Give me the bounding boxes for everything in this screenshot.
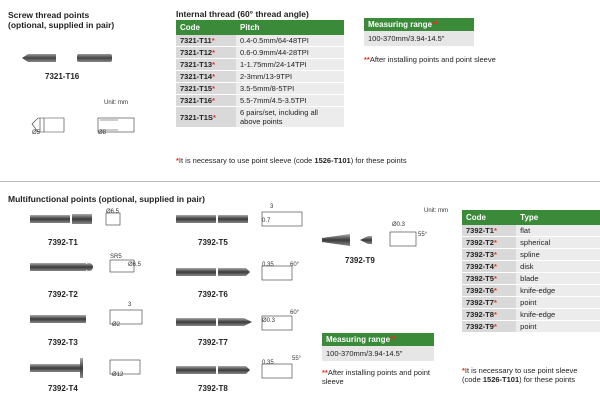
- point-label-t5: 7392-T5: [198, 238, 228, 247]
- dim-t9-diameter: Ø0.3: [392, 222, 406, 228]
- dim-t8-angle: 55°: [292, 356, 302, 362]
- dim-t3-diameter: Ø2: [112, 322, 121, 328]
- col-header-pitch: Pitch: [236, 20, 344, 35]
- point-type-note: *It is necessary to use point sleeve (co…: [462, 366, 578, 384]
- dim-t7-diameter: Ø0.3: [262, 318, 276, 324]
- table-row: 7392-T5*blade: [462, 272, 600, 285]
- dim-t8-width: 0.35: [262, 360, 274, 366]
- dim-t6-width: 0.35: [262, 262, 274, 268]
- table-row: 7392-T2*spherical: [462, 236, 600, 249]
- section-divider: [0, 181, 600, 182]
- dim-t2-diameter: Ø6.5: [128, 262, 142, 268]
- screw-unit-label: Unit: mm: [104, 100, 128, 106]
- dim-t5-length: 3: [270, 204, 274, 210]
- table-row: 7321-T12*0.6-0.9mm/44-28TPI: [176, 46, 344, 59]
- screw-point-illustration: [22, 54, 112, 62]
- table-row: 7321-T16*5.5-7mm/4.5-3.5TPI: [176, 94, 344, 107]
- table-row: 7392-T3*spline: [462, 248, 600, 261]
- table-row: 7392-T1*flat: [462, 225, 600, 237]
- point-label-t6: 7392-T6: [198, 290, 228, 299]
- internal-thread-note: *It is necessary to use point sleeve (co…: [176, 156, 407, 165]
- point-type-table: Code Type 7392-T1*flat 7392-T2*spherical…: [462, 210, 600, 333]
- screw-points-title: Screw thread points (optional, supplied …: [8, 10, 115, 30]
- dim-t5-thickness: 0.7: [262, 218, 271, 224]
- table-row: 7392-T7*point: [462, 296, 600, 309]
- table-row: 7392-T9*point: [462, 320, 600, 333]
- table-row: 7321-T11*0.4-0.5mm/64-48TPI: [176, 35, 344, 47]
- measuring-range-top: Measuring range** 100-370mm/3.94-14.5": [364, 18, 474, 46]
- dim-t3-length: 3: [128, 302, 132, 308]
- table-row: 7321-T1S*6 pairs/set, including all abov…: [176, 106, 344, 128]
- dim-t1: Ø6.5: [106, 209, 120, 215]
- screw-dim-2: Ø8: [98, 130, 107, 136]
- table-row: 7392-T4*disk: [462, 260, 600, 273]
- measuring-range-bottom-note: **After installing points and point slee…: [322, 368, 430, 386]
- point-label-t8: 7392-T8: [198, 384, 228, 393]
- col-header-code: Code: [176, 20, 236, 35]
- table-row: 7321-T14*2-3mm/13-9TPI: [176, 70, 344, 83]
- table-row: 7392-T8*knife-edge: [462, 308, 600, 321]
- multi-unit-label: Unit: mm: [424, 208, 448, 214]
- measuring-range-bottom: Measuring range** 100-370mm/3.94-14.5": [322, 333, 434, 361]
- col-header-type: Type: [516, 210, 600, 225]
- point-label-t7: 7392-T7: [198, 338, 228, 347]
- table-row: 7392-T6*knife-edge: [462, 284, 600, 297]
- multi-points-illustration: [30, 211, 417, 379]
- dim-t9-angle: 55°: [418, 232, 428, 238]
- point-label-t9: 7392-T9: [345, 256, 375, 265]
- table-row: 7321-T15*3.5-5mm/8-5TPI: [176, 82, 344, 95]
- dim-t6-angle: 60°: [290, 262, 300, 268]
- point-label-t3: 7392-T3: [48, 338, 78, 347]
- col-header-code: Code: [462, 210, 517, 225]
- point-label-t4: 7392-T4: [48, 384, 78, 393]
- internal-thread-table: Code Pitch 7321-T11*0.4-0.5mm/64-48TPI 7…: [176, 20, 344, 128]
- screw-dimension-drawing: [31, 117, 135, 133]
- multi-points-title: Multifunctional points (optional, suppli…: [8, 194, 205, 204]
- dim-t4-diameter: Ø12: [112, 372, 124, 378]
- measuring-range-top-note: **After installing points and point slee…: [364, 55, 496, 64]
- screw-point-code: 7321-T16: [45, 72, 80, 81]
- internal-thread-title: Internal thread (60° thread angle): [176, 9, 309, 19]
- dim-t7-angle: 60°: [290, 310, 300, 316]
- point-label-t1: 7392-T1: [48, 238, 78, 247]
- screw-dim-1: Ø5: [32, 130, 41, 136]
- point-label-t2: 7392-T2: [48, 290, 78, 299]
- dim-t2-sr: SR5: [110, 254, 122, 260]
- table-row: 7321-T13*1-1.75mm/24-14TPI: [176, 58, 344, 71]
